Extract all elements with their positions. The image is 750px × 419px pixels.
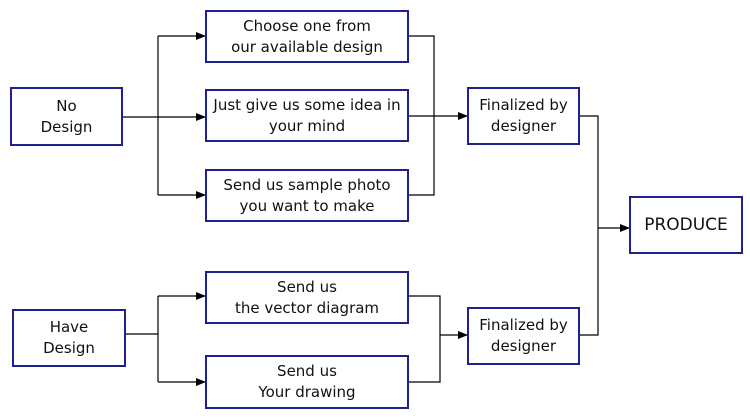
connector-bottom-merge <box>409 295 441 383</box>
node-send-vector: Send us the vector diagram <box>205 271 409 324</box>
node-send-drawing: Send us Your drawing <box>205 355 409 409</box>
node-finalized-bottom: Finalized by designer <box>467 307 580 365</box>
node-give-idea: Just give us some idea in your mind <box>205 89 409 142</box>
node-have-design: Have Design <box>12 309 126 367</box>
node-choose-design: Choose one from our available design <box>205 10 409 63</box>
node-finalized-top: Finalized by designer <box>467 87 580 145</box>
connector-finalized-merge <box>580 115 599 336</box>
node-send-photo: Send us sample photo you want to make <box>205 169 409 222</box>
node-produce: PRODUCE <box>629 196 743 254</box>
node-no-design: No Design <box>10 87 123 146</box>
